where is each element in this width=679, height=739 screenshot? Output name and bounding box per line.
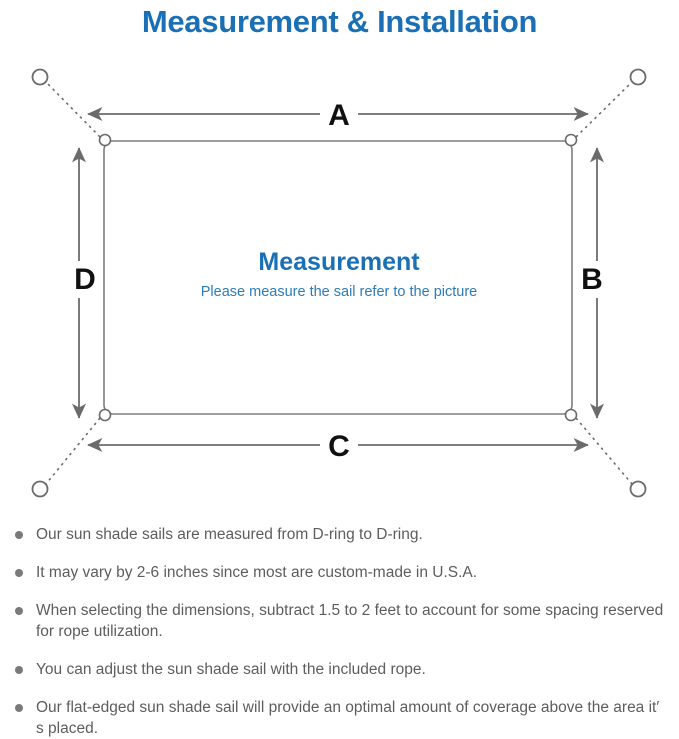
bullet-icon (15, 704, 23, 712)
anchor-points (31, 68, 647, 498)
bullet-icon (15, 607, 23, 615)
anchor-rope-top-right (575, 81, 633, 138)
list-item-text: Our sun shade sails are measured from D-… (36, 526, 423, 543)
dimension-label-A: A (328, 99, 350, 132)
diagram-center-subtitle: Please measure the sail refer to the pic… (201, 284, 477, 300)
dimension-label-B: B (581, 263, 603, 296)
diagram-center-title: Measurement (258, 248, 420, 276)
bullet-icon (15, 531, 23, 539)
anchor-point-bottom-right (629, 480, 647, 498)
d-ring-top-right (564, 133, 578, 147)
notes-list: Our sun shade sails are measured from D-… (0, 524, 679, 739)
bullet-icon (15, 666, 23, 674)
list-item-text: When selecting the dimensions, subtract … (36, 602, 664, 640)
list-item: It may vary by 2-6 inches since most are… (12, 562, 665, 583)
page-title: Measurement & Installation (141, 4, 538, 39)
list-item: When selecting the dimensions, subtract … (12, 600, 665, 642)
d-ring-bottom-right (564, 408, 578, 422)
list-item: Our flat-edged sun shade sail will provi… (12, 697, 665, 739)
anchor-rope-bottom-left (45, 417, 101, 485)
dimension-label-C: C (328, 430, 350, 463)
list-item-text: You can adjust the sun shade sail with t… (36, 661, 426, 678)
d-ring-top-left (98, 133, 112, 147)
anchor-point-bottom-left (31, 480, 49, 498)
anchor-rope-top-left (45, 81, 101, 138)
anchor-rope-lines (45, 81, 633, 485)
bullet-icon (15, 569, 23, 577)
anchor-point-top-right (629, 68, 647, 86)
dimension-label-D: D (74, 263, 96, 296)
measurement-diagram-svg: A C D B Measurement Please measure the s… (31, 68, 647, 498)
anchor-rope-bottom-right (575, 417, 633, 485)
sail-rectangle (103, 140, 573, 415)
list-item-text: It may vary by 2-6 inches since most are… (36, 564, 478, 581)
list-item: You can adjust the sun shade sail with t… (12, 659, 665, 680)
list-item: Our sun shade sails are measured from D-… (12, 524, 665, 545)
anchor-point-top-left (31, 68, 49, 86)
list-item-text: Our flat-edged sun shade sail will provi… (36, 699, 660, 737)
d-ring-bottom-left (98, 408, 112, 422)
measurement-diagram: A C D B Measurement Please measure the s… (0, 46, 679, 516)
d-rings (98, 133, 578, 422)
